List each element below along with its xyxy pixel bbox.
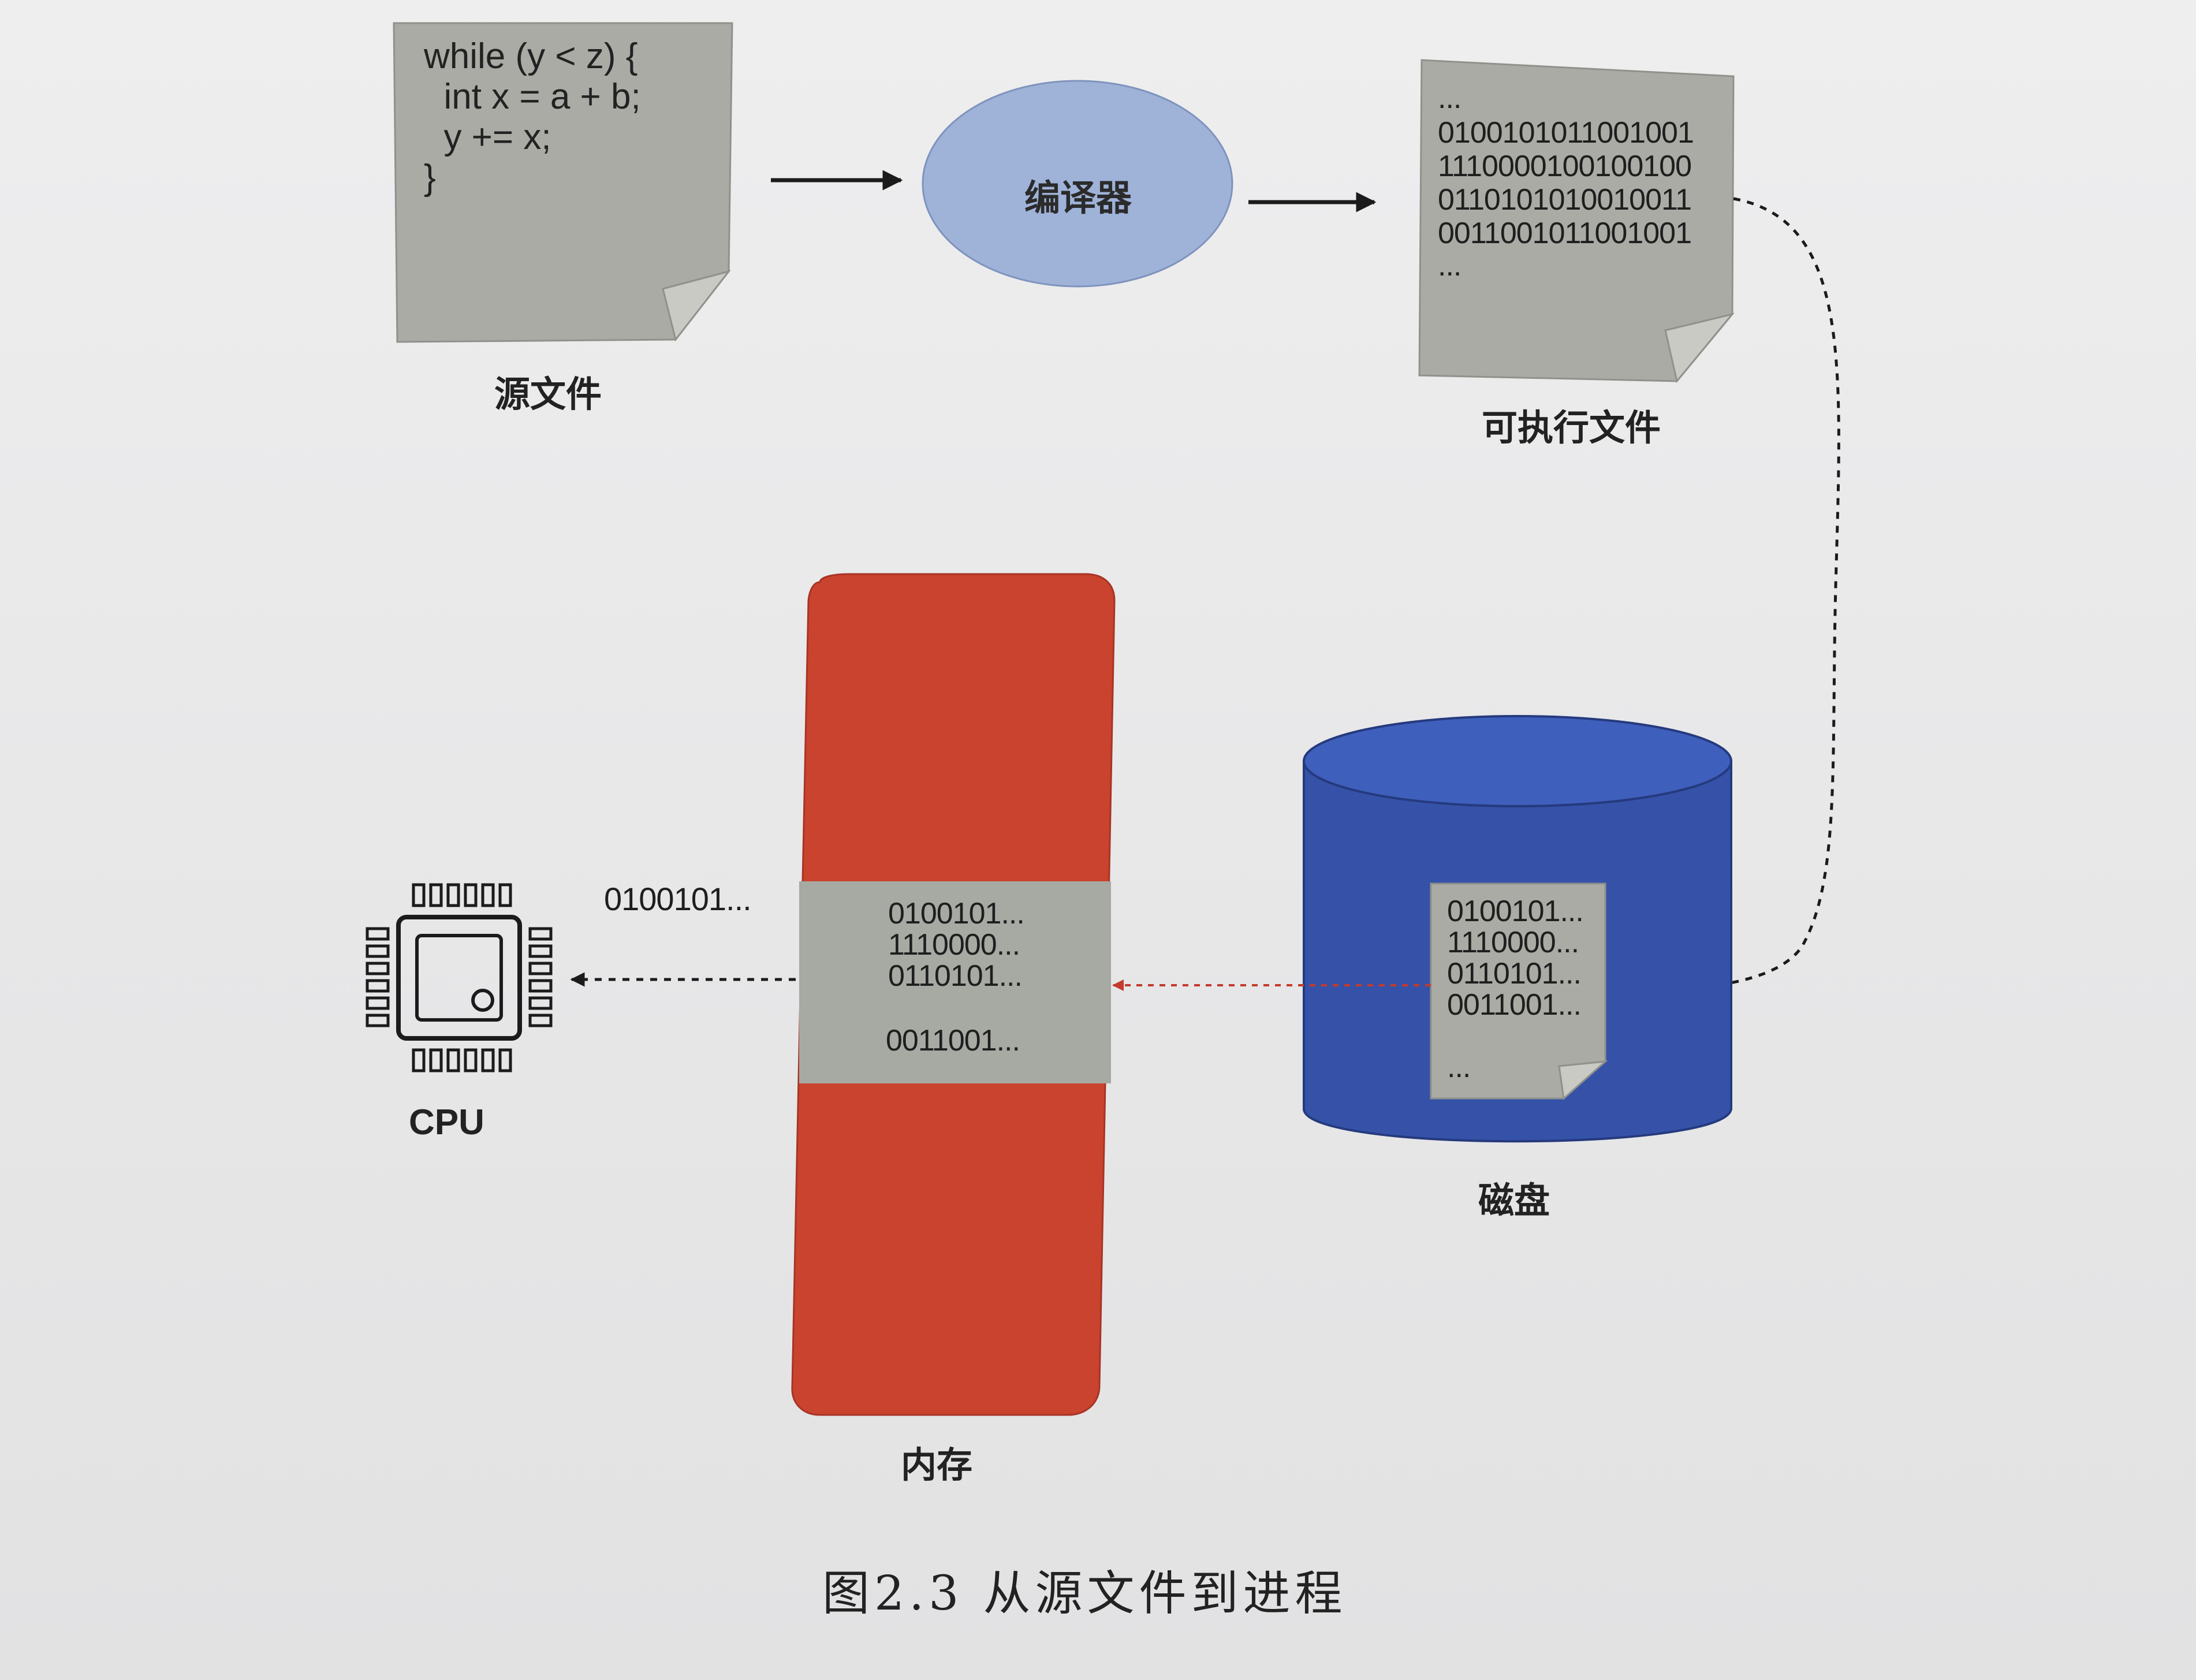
binary-line: 0011001...	[886, 1024, 1020, 1057]
binary-line: 0100101...	[888, 897, 1025, 930]
binary-line: ...	[1438, 81, 1461, 115]
figure-caption: 图2.3 从源文件到进程	[822, 1566, 1347, 1621]
binary-line: 0110101...	[888, 959, 1023, 993]
source-file-paper	[393, 22, 733, 343]
binary-line: 0110101...	[1447, 957, 1582, 990]
arrow-executable-to-disk	[1609, 197, 1840, 999]
binary-line: 1110000...	[888, 928, 1020, 962]
binary-line: 0011001...	[1447, 988, 1582, 1022]
binary-line: 0110101010010011	[1438, 183, 1692, 217]
executable-file-label: 可执行文件	[1482, 407, 1661, 449]
code-line: while (y < z) {	[424, 36, 638, 76]
memory-block	[791, 573, 1116, 1416]
cpu-incoming-data: 0100101...	[604, 881, 752, 917]
compiler-label: 编译器	[1024, 177, 1132, 219]
binary-line: 1110000...	[1447, 926, 1579, 959]
binary-line: ...	[1438, 249, 1461, 282]
binary-line: 0100101011001001	[1438, 116, 1694, 150]
disk-label: 磁盘	[1478, 1179, 1550, 1221]
compiler-ellipse	[922, 80, 1233, 288]
code-line: }	[424, 158, 436, 198]
code-line: y += x;	[424, 117, 551, 157]
memory-label: 内存	[901, 1444, 973, 1486]
binary-line: 0100101...	[1447, 895, 1584, 928]
disk-paper	[1430, 882, 1608, 1100]
executable-file-paper	[1418, 59, 1735, 383]
source-file-label: 源文件	[494, 373, 602, 415]
cpu-label: CPU	[409, 1102, 484, 1142]
cpu-chip-icon	[366, 883, 553, 1072]
code-line: int x = a + b;	[424, 77, 641, 117]
binary-line: 1110000100100100	[1438, 150, 1692, 183]
binary-line: ...	[1447, 1051, 1471, 1084]
binary-line: 0011001011001001	[1438, 217, 1692, 250]
